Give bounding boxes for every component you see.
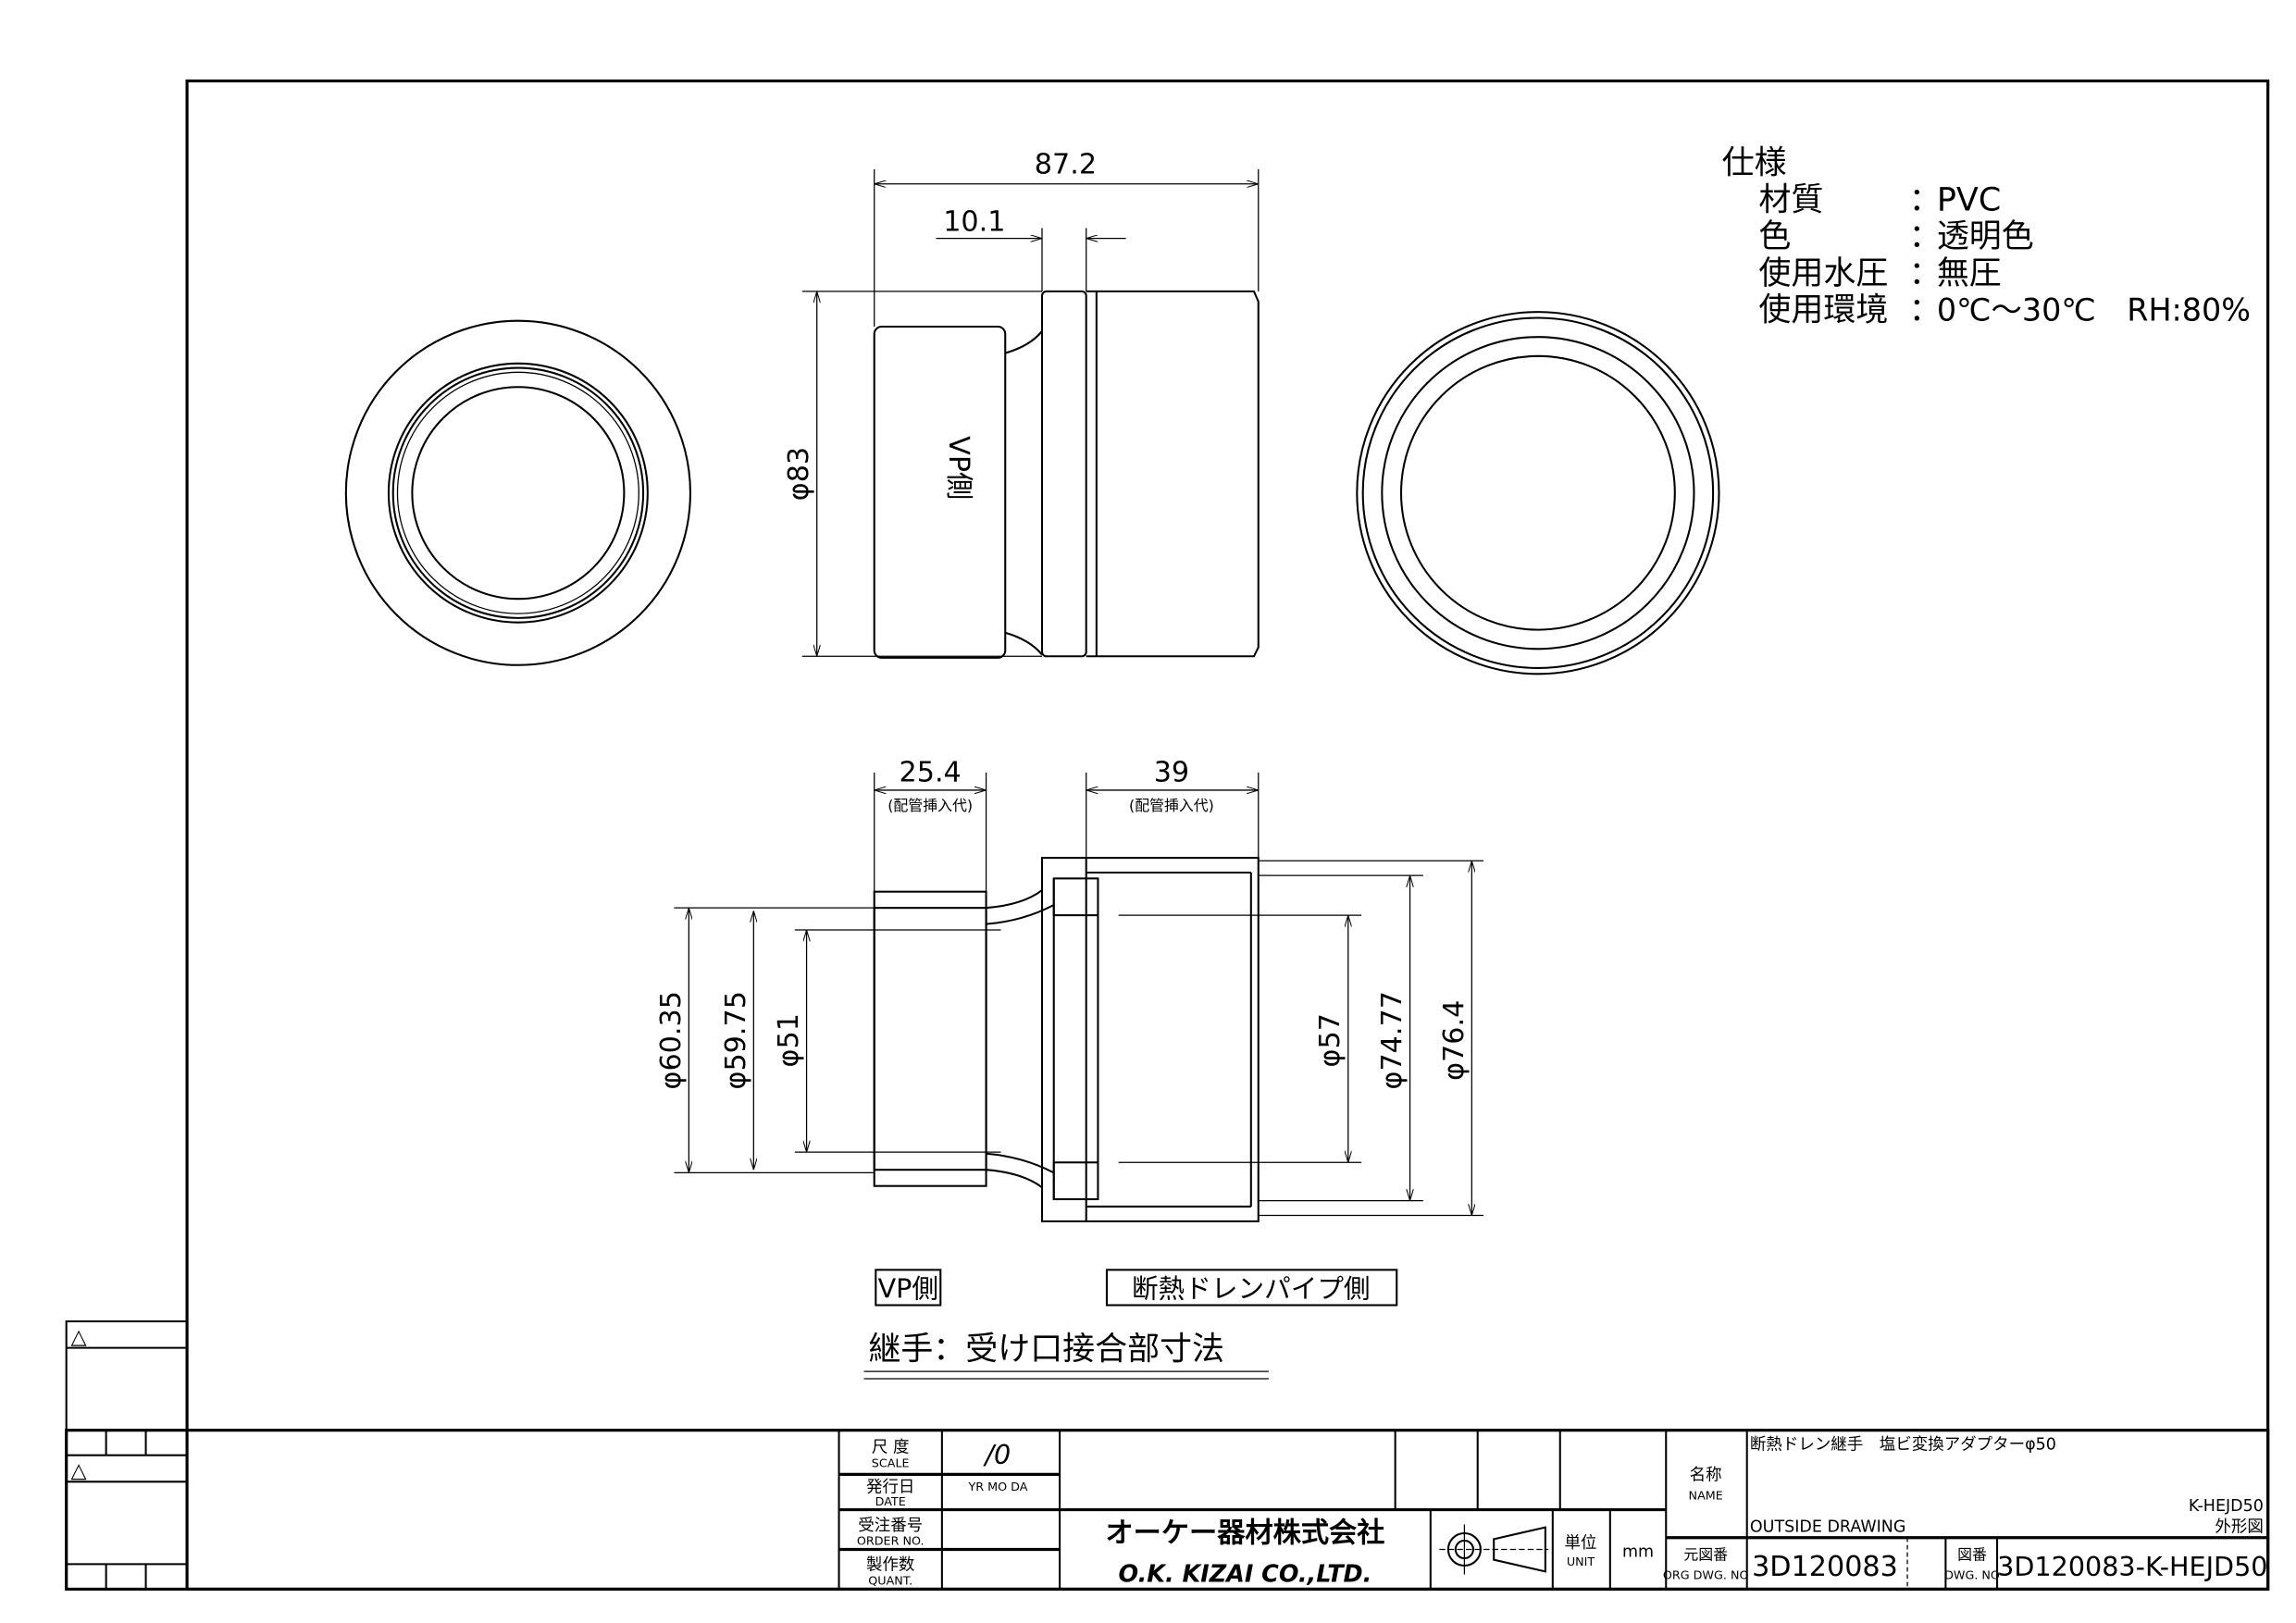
spec-value: PVC — [1937, 181, 2001, 218]
section-view: 25.4 (配管挿入代) 39 (配管挿入代) φ60.35 φ59.75 φ5… — [655, 756, 1484, 1222]
scale-value: /0 — [982, 1439, 1011, 1470]
unit-value: mm — [1622, 1542, 1654, 1561]
spec-value: 0℃～30℃ RH:80% — [1937, 292, 2251, 328]
spec-sep: ： — [1909, 292, 1942, 329]
drawing-type-en: OUTSIDE DRAWING — [1750, 1518, 1906, 1536]
projection-symbol-icon — [1439, 1524, 1549, 1575]
vp-side-label: VP側 — [878, 1273, 938, 1305]
dim-d59-75: φ59.75 — [720, 991, 752, 1089]
dim-vp-insert-depth: 25.4 — [900, 756, 962, 788]
spec-sep: ： — [1909, 255, 1942, 292]
spec-sep: ： — [1909, 218, 1942, 255]
revision-mark-1: △ — [70, 1325, 87, 1349]
quant-label: 製作数 — [866, 1556, 914, 1575]
title-block: 尺 度 SCALE /0 発行日 DATE YR MO DA 受注番号 ORDE… — [65, 1429, 2270, 1592]
dim-d51: φ51 — [773, 1013, 805, 1067]
dim-overall-length: 87.2 — [1035, 149, 1097, 181]
revision-block: △ △ — [65, 1319, 189, 1591]
rear-view-drain-side — [1356, 311, 1720, 675]
front-view-vp-side — [344, 319, 691, 666]
dim-outer-diameter: φ83 — [783, 447, 815, 501]
side-view-vp-label: VP側 — [942, 436, 974, 500]
side-view: VP側 87.2 10.1 φ83 — [783, 149, 1260, 659]
revision-mark-2: △ — [70, 1459, 87, 1483]
dim-d60-35: φ60.35 — [655, 991, 688, 1089]
org-dwg-label: 元図番 — [1683, 1546, 1728, 1564]
dim-d57: φ57 — [1314, 1013, 1347, 1067]
company-name-en: O.K. KIZAI CO.,LTD. — [1119, 1559, 1372, 1587]
caption: 継手：受け口接合部寸法 — [868, 1331, 1224, 1368]
spec-sep: ： — [1909, 181, 1942, 218]
scale-label-en: SCALE — [872, 1456, 910, 1469]
dim-d76-4: φ76.4 — [1438, 1000, 1471, 1081]
name-label-en: NAME — [1689, 1488, 1723, 1502]
dwg-label: 図番 — [1957, 1546, 1987, 1564]
drawing-type-jp: 外形図 — [2215, 1518, 2263, 1536]
unit-label: 単位 — [1565, 1534, 1597, 1553]
spec-title: 仕様 — [1722, 145, 1787, 182]
org-dwg-label-en: ORG DWG. NO — [1663, 1567, 1749, 1581]
spec-label: 使用水圧 — [1758, 255, 1888, 292]
date-value: YR MO DA — [967, 1480, 1027, 1493]
company-name-jp: オーケー器材株式会社 — [1105, 1518, 1384, 1550]
product-name: 断熱ドレン継手 塩ビ変換アダプターφ50 — [1750, 1435, 2056, 1454]
org-dwg-number: 3D120083 — [1752, 1551, 1898, 1583]
name-label: 名称 — [1690, 1467, 1722, 1485]
date-label-en: DATE — [875, 1494, 906, 1508]
spec-value: 透明色 — [1937, 218, 2034, 255]
drain-side-label: 断熱ドレンパイプ側 — [1132, 1273, 1370, 1305]
vp-insert-note: (配管挿入代) — [887, 797, 973, 814]
spec-label: 色 — [1758, 218, 1791, 255]
dim-flange-width: 10.1 — [943, 206, 1005, 239]
unit-label-en: UNIT — [1567, 1555, 1595, 1568]
drain-insert-note: (配管挿入代) — [1129, 797, 1214, 814]
spec-label: 使用環境 — [1758, 292, 1888, 329]
model-number: K-HEJD50 — [2189, 1497, 2264, 1516]
scale-label: 尺 度 — [872, 1439, 910, 1457]
spec-value: 無圧 — [1937, 255, 2002, 292]
order-label-en: ORDER NO. — [857, 1534, 925, 1548]
spec-block: 仕様 材質 ： PVC 色 ： 透明色 使用水圧 ： 無圧 使用環境 ： 0℃～… — [1722, 145, 2251, 329]
order-label: 受注番号 — [858, 1517, 923, 1535]
quant-label-en: QUANT. — [868, 1574, 912, 1588]
dim-drain-insert-depth: 39 — [1154, 756, 1189, 788]
dwg-number: 3D120083-K-HEJD50 — [1997, 1551, 2267, 1582]
date-label: 発行日 — [866, 1478, 914, 1496]
dim-d74-77: φ74.77 — [1376, 991, 1409, 1089]
spec-label: 材質 — [1758, 181, 1823, 218]
dwg-label-en: DWG. NO — [1944, 1567, 2000, 1581]
